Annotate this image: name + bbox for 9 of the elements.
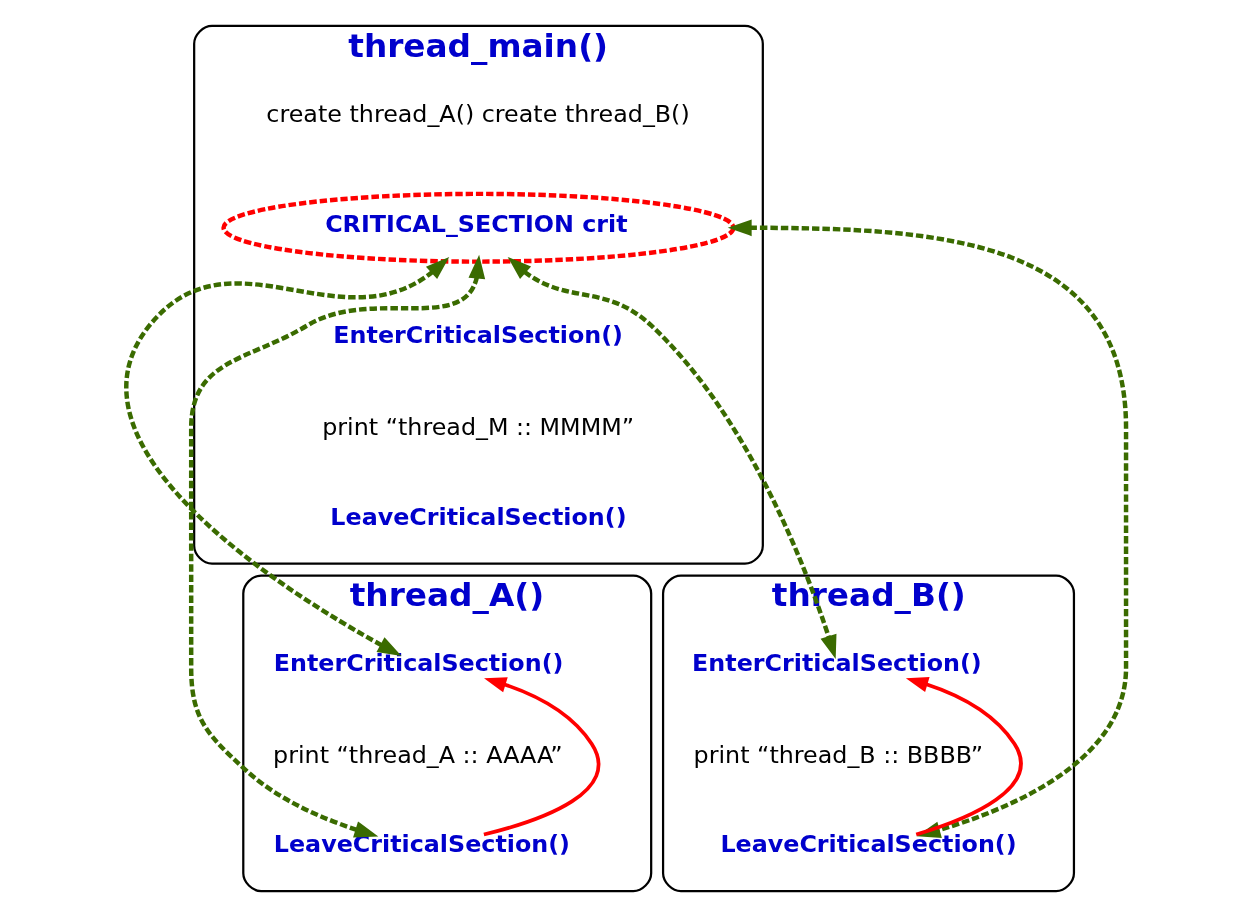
node-text: LeaveCriticalSection() xyxy=(720,830,1017,859)
arrow xyxy=(124,256,450,657)
node-text: EnterCriticalSection() xyxy=(273,648,564,677)
node-text: EnterCriticalSection() xyxy=(692,648,982,677)
node-ellipse: CRITICAL_SECTION crit xyxy=(221,191,736,264)
arrow xyxy=(507,256,837,660)
node-text: LeaveCriticalSection() xyxy=(273,830,570,859)
arrow xyxy=(483,677,601,837)
arrow xyxy=(188,254,486,838)
